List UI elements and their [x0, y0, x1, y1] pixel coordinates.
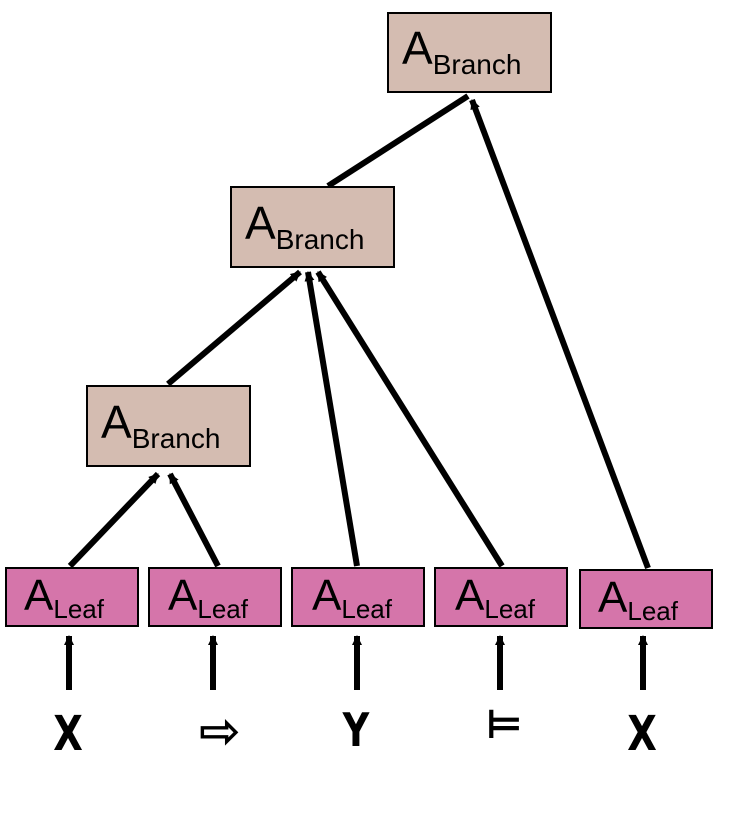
branch-node-top: ABranch: [387, 12, 552, 93]
outlined-right-arrow-icon: ⇨: [199, 702, 241, 760]
edge-branch3-to-branch2: [166, 269, 302, 387]
leaf-node-3: ALeaf: [291, 567, 425, 627]
branch-node-lower: ABranch: [86, 385, 251, 467]
svg-text:ABranch: ABranch: [101, 396, 220, 454]
token-x-2-icon: X: [627, 707, 657, 762]
branch-node-middle-sub: Branch: [276, 224, 365, 255]
leaf-node-4: ALeaf: [434, 567, 568, 627]
edge-leaf2-to-branch3: [167, 472, 221, 568]
svg-text:ALeaf: ALeaf: [24, 571, 105, 624]
leaf-node-3-main: A: [312, 571, 342, 620]
edge-leaf4-to-branch2: [315, 270, 505, 568]
svg-text:ABranch: ABranch: [402, 22, 521, 80]
edge-leaf1-to-branch3: [67, 471, 161, 569]
svg-text:ABranch: ABranch: [245, 197, 364, 255]
svg-text:ALeaf: ALeaf: [455, 571, 536, 624]
edge-leaf5-to-branch1: [469, 98, 651, 570]
leaf-node-4-box: [434, 567, 568, 627]
leaf-node-5-main: A: [598, 573, 628, 622]
branch-node-lower-sub: Branch: [132, 423, 221, 454]
models-turnstile-icon: ⊨: [486, 702, 523, 748]
leaf-node-1-box: [5, 567, 139, 627]
branch-node-middle-main: A: [245, 197, 276, 249]
svg-text:ALeaf: ALeaf: [312, 571, 393, 624]
branch-node-lower-box: [86, 385, 251, 467]
input-arrows: [64, 635, 648, 690]
token-x-icon: X: [53, 707, 83, 762]
branch-node-top-main: A: [402, 22, 433, 74]
leaf-node-4-sub: Leaf: [484, 594, 535, 624]
leaf-node-2-main: A: [168, 571, 198, 620]
leaf-node-2-box: [148, 567, 282, 627]
svg-text:ALeaf: ALeaf: [168, 571, 249, 624]
leaf-node-3-sub: Leaf: [341, 594, 392, 624]
leaf-node-5: ALeaf: [579, 569, 713, 629]
branch-node-middle: ABranch: [230, 186, 395, 268]
leaf-node-4-main: A: [455, 571, 485, 620]
branch-node-top-sub: Branch: [433, 49, 522, 80]
branch-node-top-box: [387, 12, 552, 93]
edge-leaf3-to-branch2: [304, 271, 360, 567]
token-y-icon: Y: [342, 703, 370, 757]
leaf-node-1-sub: Leaf: [53, 594, 104, 624]
leaf-node-2-sub: Leaf: [197, 594, 248, 624]
leaf-node-3-box: [291, 567, 425, 627]
svg-text:ALeaf: ALeaf: [598, 573, 679, 626]
edge-branch2-to-branch1: [326, 93, 470, 189]
edges: [67, 93, 651, 570]
leaf-node-5-sub: Leaf: [627, 596, 678, 626]
input-tokens: X ⇨ Y ⊨ X: [53, 702, 657, 762]
leaf-node-1: ALeaf: [5, 567, 139, 627]
leaf-node-5-box: [579, 569, 713, 629]
branch-node-middle-box: [230, 186, 395, 268]
branch-node-lower-main: A: [101, 396, 132, 448]
leaf-node-1-main: A: [24, 571, 54, 620]
leaf-node-2: ALeaf: [148, 567, 282, 627]
